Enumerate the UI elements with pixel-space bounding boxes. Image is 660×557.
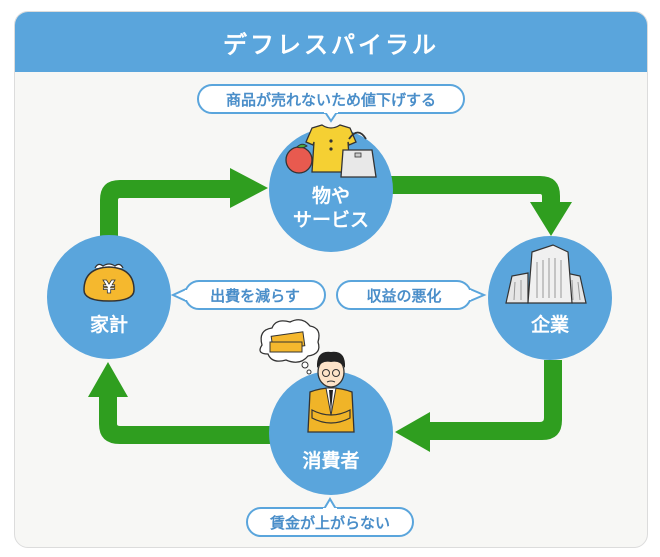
bubble-profit-worse: 収益の悪化 <box>336 280 487 310</box>
bubble-wages-flat-text: 賃金が上がらない <box>269 514 390 532</box>
diagram-title: デフレスパイラル <box>15 12 647 72</box>
node-household-label: 家計 <box>90 313 128 336</box>
node-company: 企業 <box>488 236 612 360</box>
node-goods: 物や サービス <box>269 124 393 252</box>
thought-bubble-money-icon <box>259 319 320 375</box>
node-goods-label-line2: サービス <box>293 209 369 231</box>
arrow-goods-to-company <box>390 176 572 236</box>
bubble-reduce-spending: 出費を減らす <box>170 280 326 310</box>
node-household: ¥ 家計 <box>47 235 171 359</box>
apple-icon <box>285 143 313 174</box>
node-goods-label-line1: 物や <box>312 184 350 207</box>
arrow-company-to-consumer <box>395 360 562 452</box>
bubble-reduce-spending-text: 出費を減らす <box>210 287 300 305</box>
bubble-wages-flat: 賃金が上がらない <box>246 497 414 537</box>
node-company-label: 企業 <box>530 313 570 336</box>
worried-businessman-icon <box>307 351 355 433</box>
bubble-price-cut: 商品が売れないため値下げする <box>197 84 465 123</box>
arrow-household-to-goods <box>100 168 268 240</box>
bubble-profit-worse-text: 収益の悪化 <box>366 287 441 305</box>
arrow-consumer-to-household <box>88 362 270 444</box>
yen-symbol: ¥ <box>103 277 116 298</box>
flow-arrows <box>88 168 572 452</box>
bubble-price-cut-text: 商品が売れないため値下げする <box>226 91 436 109</box>
node-consumer-label: 消費者 <box>302 449 359 472</box>
buildings-icon <box>505 244 587 304</box>
node-consumer: 消費者 <box>259 319 393 495</box>
handbag-icon <box>340 131 377 178</box>
yen-purse-icon: ¥ <box>83 263 135 302</box>
